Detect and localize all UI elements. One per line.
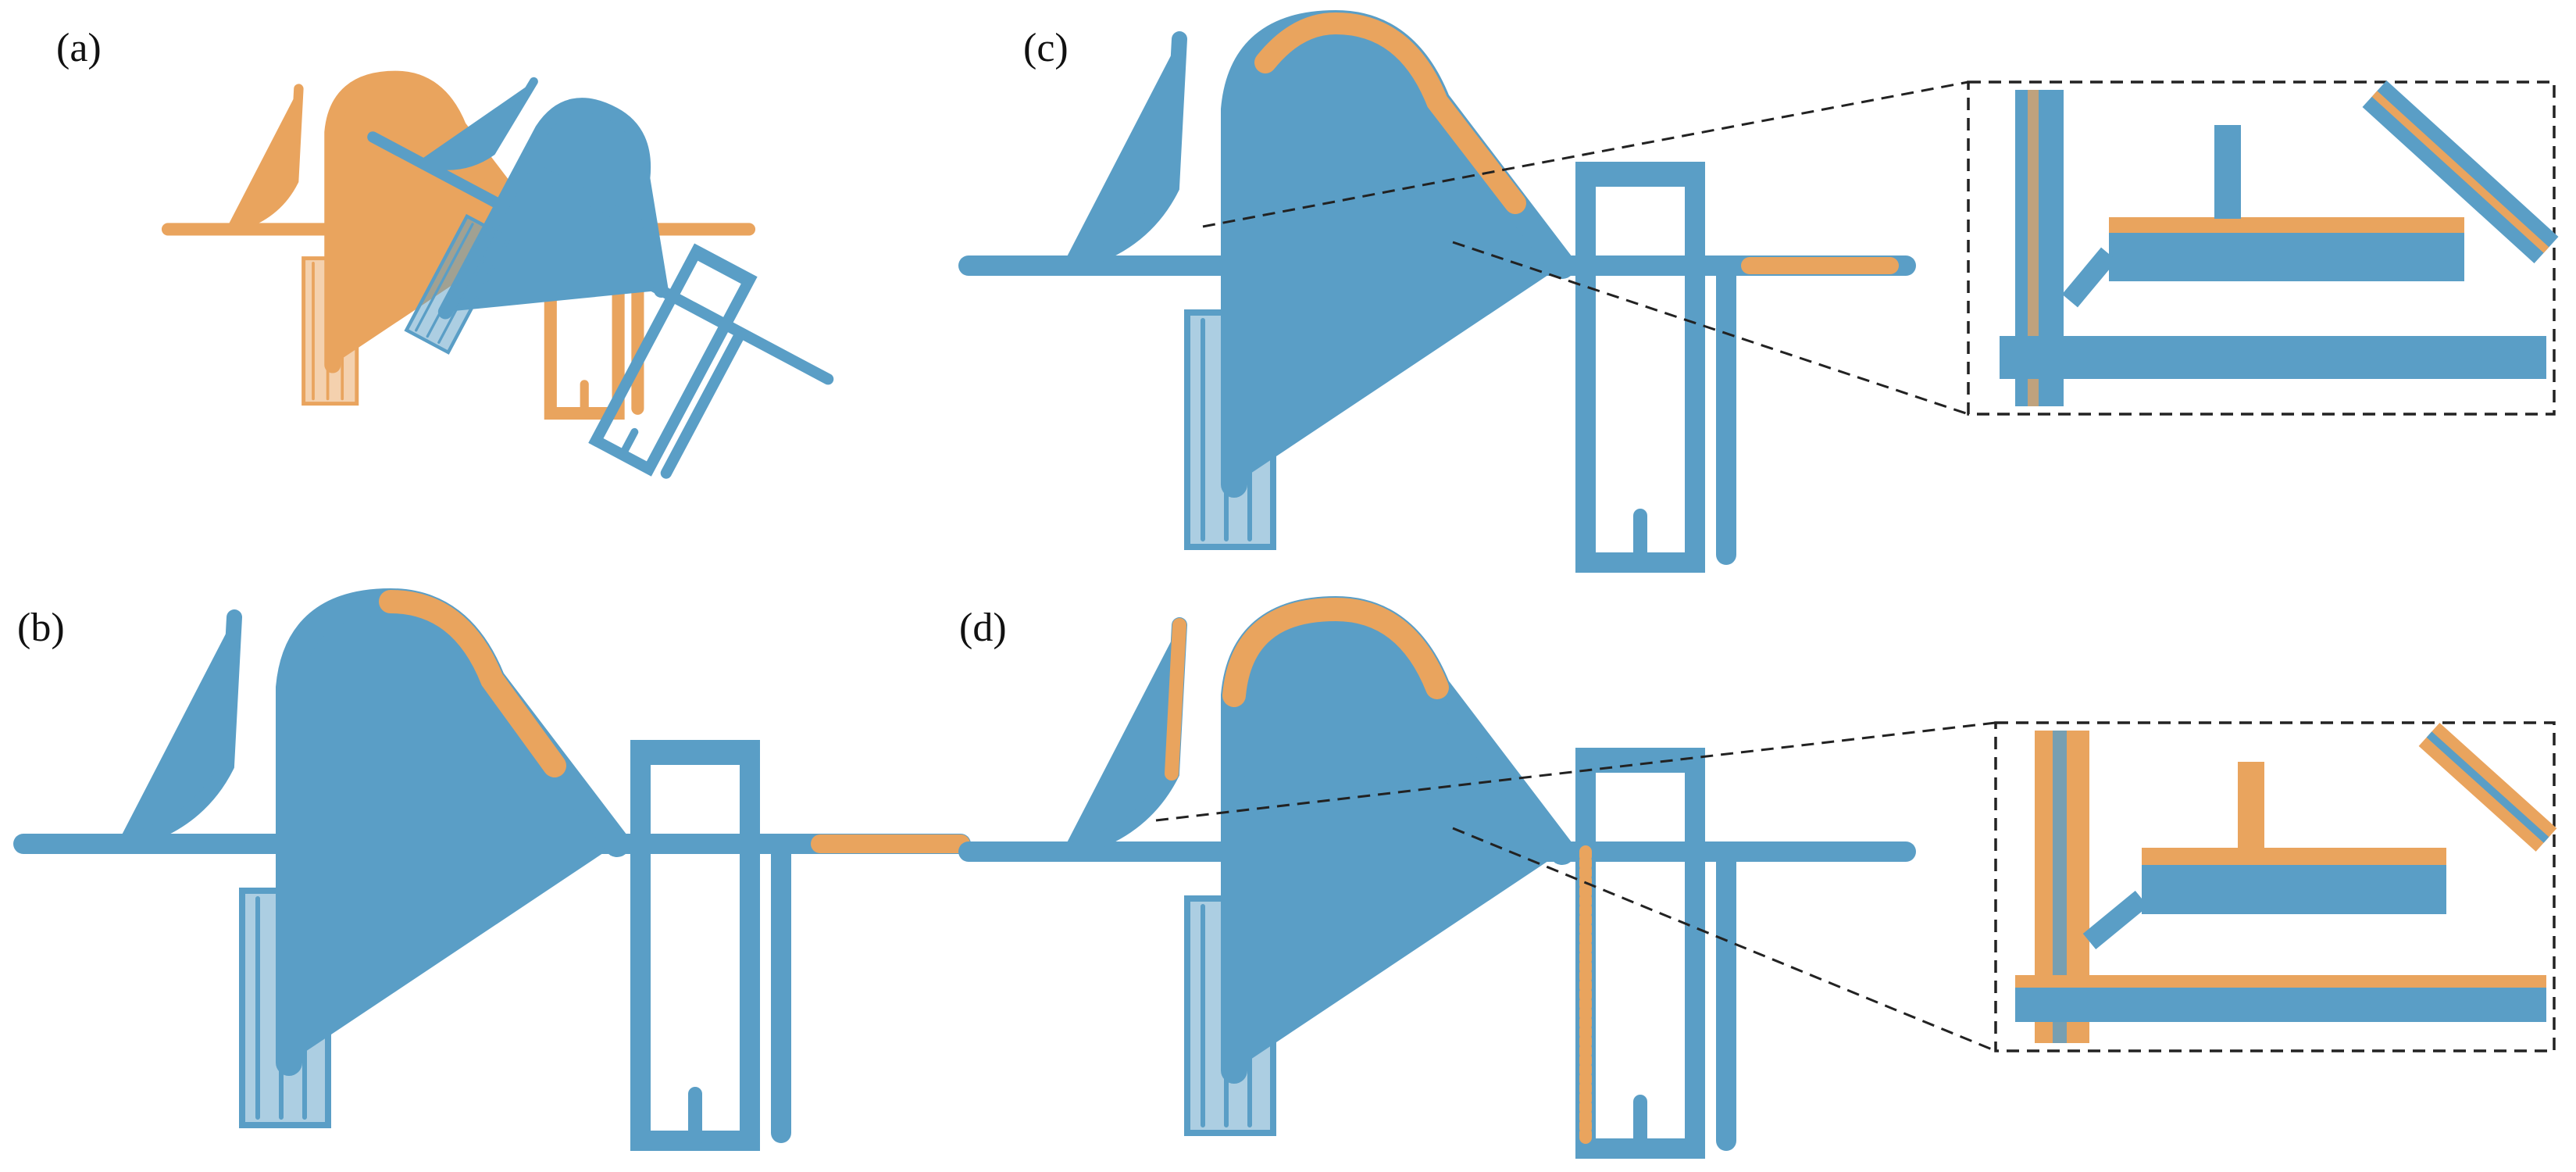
panel-c-zoom-leader-bottom: [1452, 241, 1969, 416]
panel-d-label: (d): [959, 606, 1007, 650]
panel-d-inset-frame: [1994, 721, 2556, 1052]
panel-d-zoom-leader-bottom: [1452, 827, 1996, 1052]
panel-b-label: (b): [17, 606, 65, 650]
panel-c-label: (c): [1023, 26, 1069, 70]
panel-c-zoom-leader-top: [1202, 80, 1969, 228]
panel-b: (b): [17, 602, 961, 1141]
panel-b-source-overlay: [379, 590, 970, 853]
panel-d-source-overlay: [1165, 597, 1592, 1147]
panel-d-zoom-inset: [1994, 721, 2557, 1052]
panel-c: (c): [969, 12, 2559, 563]
panel-a-label: (a): [56, 26, 102, 70]
panel-c-source-overlay: [1254, 12, 1899, 274]
panel-a: (a): [56, 20, 890, 523]
panel-c-zoom-inset: [1967, 80, 2559, 416]
panel-c-inset-frame: [1967, 80, 2556, 416]
panel-d: (d): [959, 597, 2557, 1149]
